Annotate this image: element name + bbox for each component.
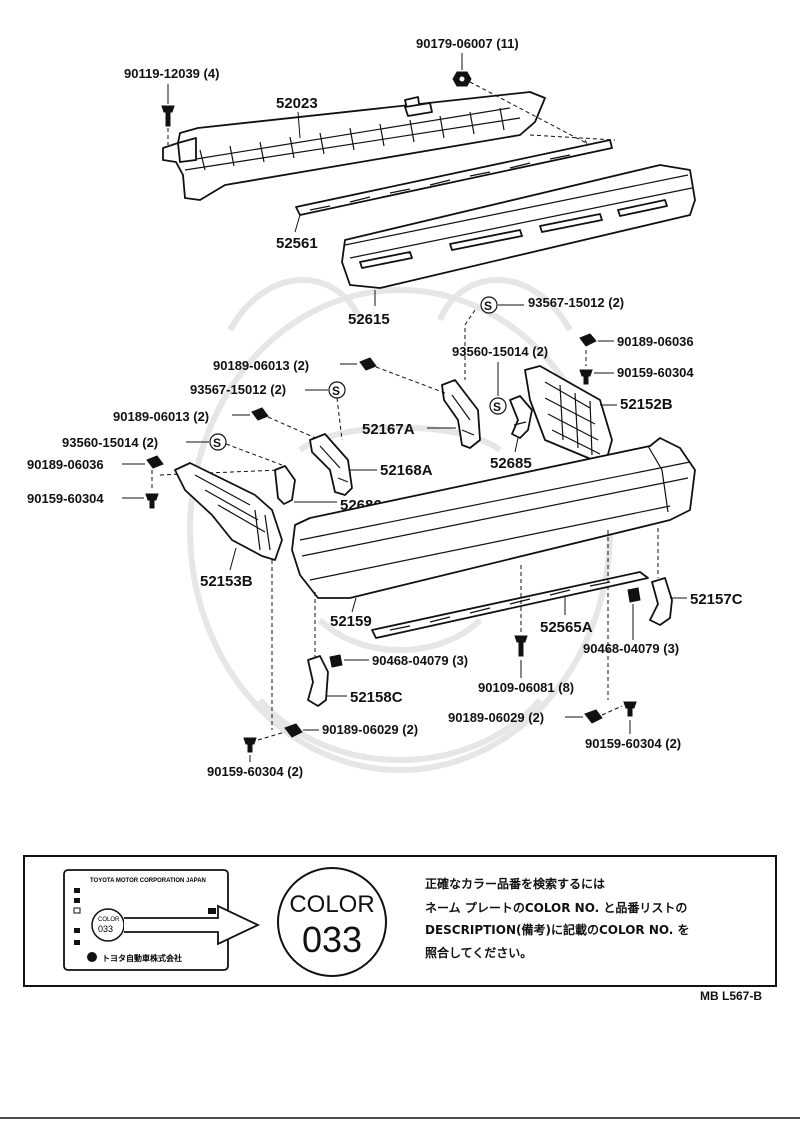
part-52167A-bracket bbox=[441, 379, 481, 449]
label-93560-15014-left: 93560-15014 (2) bbox=[62, 435, 158, 450]
clip-90189-06036-right-icon bbox=[579, 333, 597, 347]
part-52152B-side-bracket bbox=[524, 365, 613, 466]
label-52615: 52615 bbox=[348, 311, 390, 328]
label-52159: 52159 bbox=[330, 613, 372, 630]
screw-90159-left-icon bbox=[145, 493, 159, 509]
nut-90179-icon bbox=[452, 71, 472, 87]
label-90189-06013-top: 90189-06013 (2) bbox=[213, 358, 309, 373]
s-mark-icon: S bbox=[493, 400, 501, 414]
s-clip-93560-right-icon: S bbox=[489, 397, 507, 415]
label-52565A: 52565A bbox=[540, 619, 593, 636]
clip-90189-06013-top-icon bbox=[359, 357, 377, 371]
label-90159-60304-right: 90159-60304 bbox=[617, 365, 694, 380]
s-mark-icon: S bbox=[332, 384, 340, 398]
note-line-3: DESCRIPTION(備考)に記載のCOLOR NO. を bbox=[425, 922, 690, 937]
clip-90189-06036-left-icon bbox=[146, 455, 164, 469]
label-90179-06007: 90179-06007 (11) bbox=[416, 36, 519, 51]
label-52685: 52685 bbox=[490, 455, 532, 472]
label-90468-04079-left: 90468-04079 (3) bbox=[372, 653, 468, 668]
s-mark-icon: S bbox=[213, 436, 221, 450]
s-clip-93560-left-icon: S bbox=[209, 433, 227, 451]
part-52615-bumper-cover bbox=[341, 164, 696, 289]
label-90159-60304-bottom-left: 90159-60304 (2) bbox=[207, 764, 303, 779]
part-52168A-bracket bbox=[309, 433, 353, 496]
color-badge: COLOR 033 bbox=[277, 867, 387, 977]
note-line-4: 照合してください。 bbox=[425, 945, 532, 960]
label-90159-60304-left: 90159-60304 bbox=[27, 491, 104, 506]
label-52561: 52561 bbox=[276, 235, 318, 252]
s-mark-icon: S bbox=[484, 299, 492, 313]
label-90119-12039: 90119-12039 (4) bbox=[124, 66, 219, 81]
color-code: 033 bbox=[302, 919, 362, 960]
arrow-right-icon bbox=[124, 904, 261, 946]
s-clip-93567-top-icon: S bbox=[480, 296, 498, 314]
label-93567-15012-top: 93567-15012 (2) bbox=[528, 295, 624, 310]
part-52686-bracket bbox=[274, 465, 296, 505]
note-line-2: ネーム プレートのCOLOR NO. と品番リストの bbox=[425, 900, 687, 915]
label-90189-06029-right: 90189-06029 (2) bbox=[448, 710, 544, 725]
plate-header: TOYOTA MOTOR CORPORATION JAPAN bbox=[90, 878, 206, 884]
color-legend: TOYOTA MOTOR CORPORATION JAPAN COLOR 033… bbox=[23, 855, 777, 987]
label-90189-06036-right: 90189-06036 bbox=[617, 334, 694, 349]
plate-color-code: 033 bbox=[98, 924, 113, 934]
color-word: COLOR bbox=[289, 891, 374, 918]
clip-90189-06029-right-icon bbox=[584, 709, 603, 724]
name-plate-illustration: TOYOTA MOTOR CORPORATION JAPAN COLOR 033… bbox=[63, 869, 261, 971]
screw-90159-right-icon bbox=[579, 369, 593, 385]
label-52158C: 52158C bbox=[350, 689, 403, 706]
label-52157C: 52157C bbox=[690, 591, 743, 608]
label-93560-15014-right: 93560-15014 (2) bbox=[452, 344, 548, 359]
screw-90159-bottom-right-icon bbox=[623, 701, 637, 717]
part-52685-bracket bbox=[509, 395, 533, 439]
part-52153B-side-bracket bbox=[174, 462, 283, 561]
s-clip-93567-mid-icon: S bbox=[328, 381, 346, 399]
plate-maker: トヨタ自動車株式会社 bbox=[102, 953, 182, 963]
clip-90468-right-icon bbox=[627, 587, 641, 603]
label-52023: 52023 bbox=[276, 95, 318, 112]
part-52157C-bracket bbox=[649, 577, 673, 626]
part-52023-reinforcement bbox=[162, 91, 546, 201]
clip-90189-06029-left-icon bbox=[284, 723, 303, 738]
label-90189-06029-left: 90189-06029 (2) bbox=[322, 722, 418, 737]
bolt-90109-icon bbox=[514, 635, 528, 657]
label-90159-60304-bottom-right: 90159-60304 (2) bbox=[585, 736, 681, 751]
label-90189-06013-mid: 90189-06013 (2) bbox=[113, 409, 209, 424]
label-52152B: 52152B bbox=[620, 396, 673, 413]
screw-90159-bottom-left-icon bbox=[243, 737, 257, 753]
label-52167A: 52167A bbox=[362, 421, 415, 438]
label-90468-04079-right: 90468-04079 (3) bbox=[583, 641, 679, 656]
label-90189-06036-left: 90189-06036 bbox=[27, 457, 104, 472]
part-52159-bumper-cover bbox=[291, 437, 696, 599]
clip-90468-left-icon bbox=[329, 654, 343, 668]
part-52565A-moulding bbox=[371, 571, 649, 639]
label-52153B: 52153B bbox=[200, 573, 253, 590]
label-52168A: 52168A bbox=[380, 462, 433, 479]
label-90109-06081: 90109-06081 (8) bbox=[478, 680, 574, 695]
reference-code: MB L567-B bbox=[700, 989, 762, 1003]
part-52561-strip bbox=[295, 139, 613, 216]
clip-90189-06013-mid-icon bbox=[251, 407, 269, 421]
note-line-1: 正確なカラー品番を検索するには bbox=[425, 876, 605, 891]
bolt-90119-icon bbox=[161, 105, 175, 127]
part-52158C-bracket bbox=[307, 655, 329, 707]
label-93567-15012-mid: 93567-15012 (2) bbox=[190, 382, 286, 397]
plate-color-word: COLOR bbox=[98, 917, 120, 923]
